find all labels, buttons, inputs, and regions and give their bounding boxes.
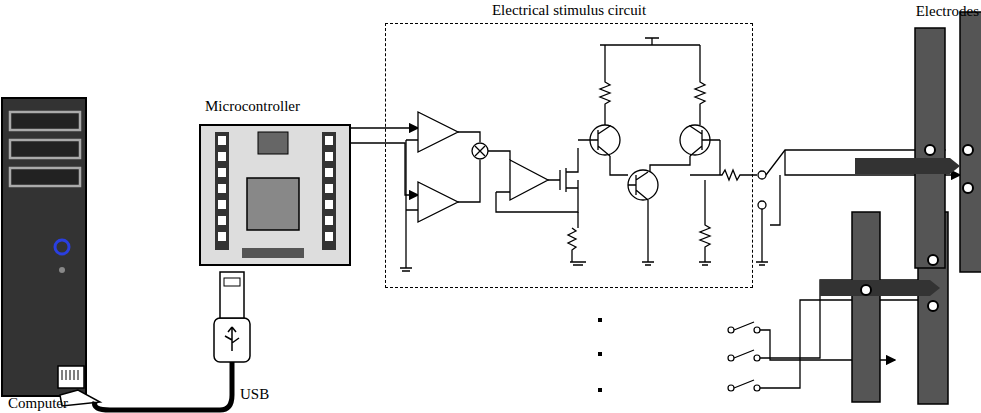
- pin: [325, 232, 333, 241]
- part-label: Electrodes: [916, 3, 979, 20]
- pin: [325, 136, 333, 145]
- microcontroller-board: [200, 125, 350, 265]
- circuit-box: Electrical stimulus circuit: [385, 2, 753, 288]
- pin: [218, 136, 226, 145]
- signal-wires: [350, 128, 418, 195]
- pin: [218, 152, 226, 161]
- ellipsis-dots: [598, 318, 602, 392]
- pin: [218, 216, 226, 225]
- stimulus-schematic: [400, 38, 768, 271]
- pin: [218, 184, 226, 193]
- part-label: USB: [240, 386, 269, 403]
- computer-tower: [2, 98, 86, 396]
- part-label: Computer: [8, 395, 68, 412]
- pin: [218, 168, 226, 177]
- pin: [325, 200, 333, 209]
- pin: [325, 184, 333, 193]
- switch-terminals: [728, 327, 760, 391]
- dashed-border: [385, 23, 753, 289]
- board-pins: [218, 136, 333, 241]
- part-label: Microcontroller: [205, 98, 300, 115]
- electrodes: [820, 12, 981, 404]
- pin: [218, 200, 226, 209]
- pin: [218, 232, 226, 241]
- pin: [325, 216, 333, 225]
- pin: [325, 152, 333, 161]
- pin: [325, 168, 333, 177]
- box-heading: Electrical stimulus circuit: [492, 2, 646, 19]
- usb-cable: [60, 272, 250, 410]
